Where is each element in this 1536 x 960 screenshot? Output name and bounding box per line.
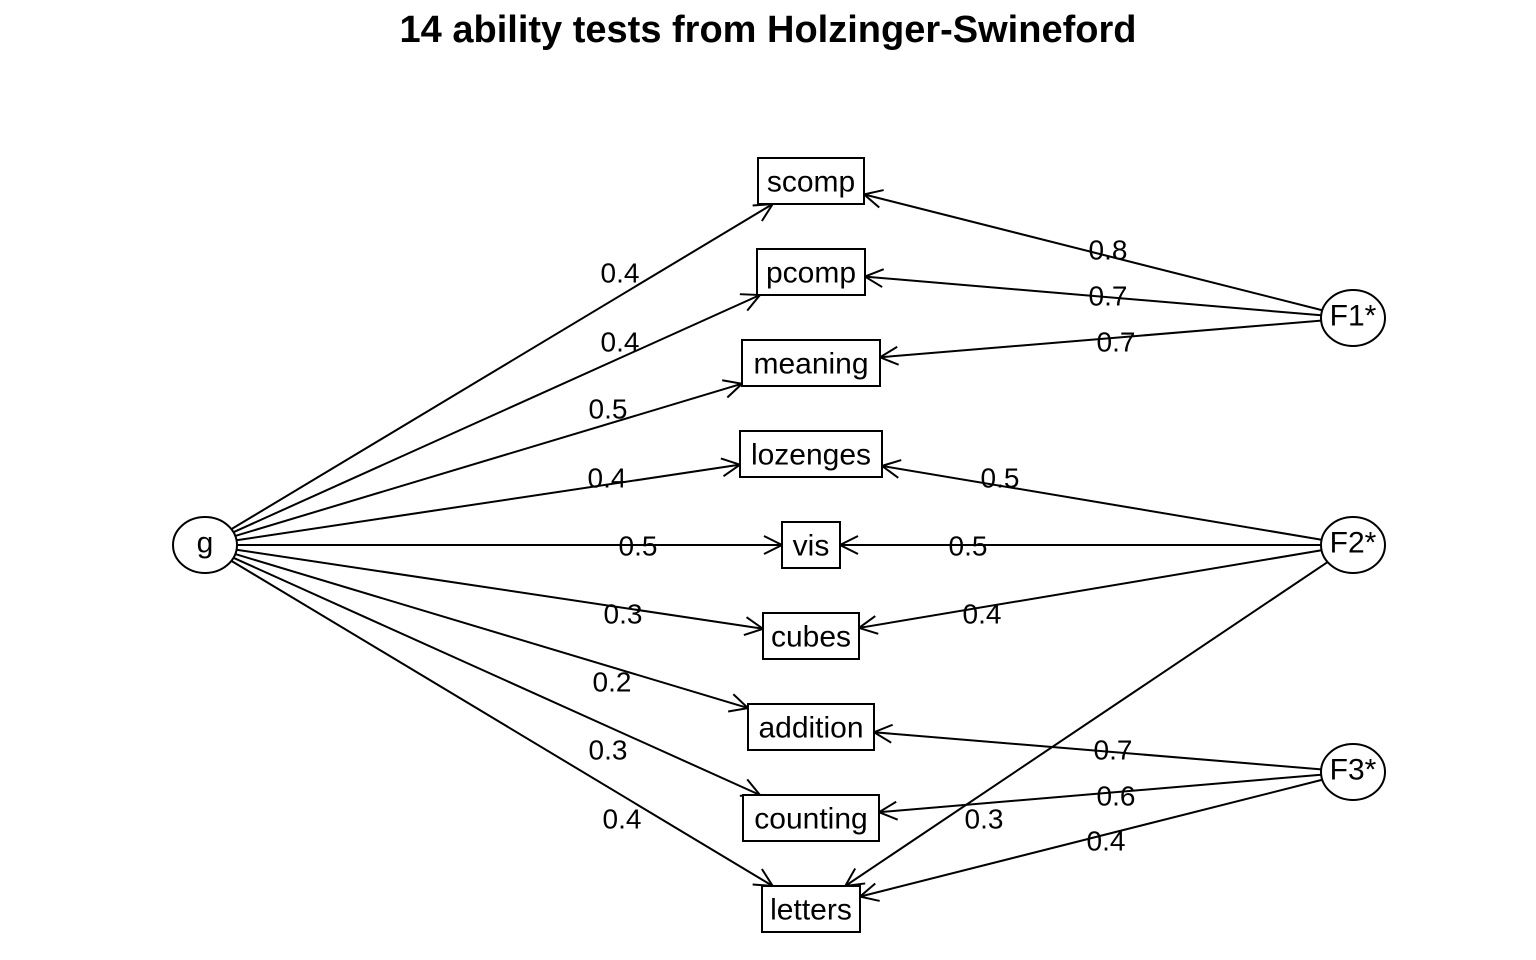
node-meaning: meaning — [741, 339, 881, 387]
edges-layer — [230, 194, 1329, 897]
edge-g-counting — [233, 556, 759, 795]
edge-label-g-scomp: 0.4 — [601, 258, 640, 289]
edge-label-f3-letters: 0.4 — [1087, 826, 1126, 857]
edge-g-scomp — [230, 204, 772, 531]
node-box — [741, 339, 881, 387]
node-ellipse — [172, 516, 238, 574]
edge-label-g-lozenges: 0.4 — [588, 463, 627, 494]
node-label: vis — [793, 530, 830, 563]
node-f2: F2* — [1320, 516, 1386, 574]
node-g: g — [172, 516, 238, 574]
edge-f3-counting — [879, 773, 1322, 813]
edge-label-g-cubes: 0.3 — [604, 599, 643, 630]
node-lozenges: lozenges — [739, 430, 883, 478]
node-box — [747, 703, 875, 751]
edge-label-f2-cubes: 0.4 — [963, 599, 1002, 630]
edge-label-f1-pcomp: 0.7 — [1089, 281, 1128, 312]
node-ellipse — [1320, 516, 1386, 574]
edge-f2-letters — [845, 561, 1329, 886]
node-box — [742, 794, 880, 842]
node-ellipse — [1320, 743, 1386, 801]
node-scomp: scomp — [757, 157, 865, 205]
node-box — [781, 521, 841, 569]
node-f3: F3* — [1320, 743, 1386, 801]
edge-f2-lozenges — [882, 466, 1322, 541]
node-label: counting — [754, 803, 867, 836]
node-label: lozenges — [751, 439, 871, 472]
edge-label-f1-meaning: 0.7 — [1097, 327, 1136, 358]
edge-label-g-vis: 0.5 — [619, 531, 658, 562]
node-vis: vis — [781, 521, 841, 569]
node-box — [761, 885, 861, 933]
node-label: F1* — [1330, 300, 1377, 333]
edge-f3-addition — [874, 732, 1322, 771]
edge-label-g-meaning: 0.5 — [589, 394, 628, 425]
edge-label-f3-addition: 0.7 — [1094, 735, 1133, 766]
node-f1: F1* — [1320, 289, 1386, 347]
node-addition: addition — [747, 703, 875, 751]
node-label: scomp — [767, 166, 855, 199]
edge-f3-letters — [860, 778, 1323, 897]
node-label: cubes — [771, 621, 851, 654]
edge-label-g-counting: 0.3 — [589, 735, 628, 766]
node-label: pcomp — [766, 257, 856, 290]
nodes-layer: scomp pcomp meaning lozenges vis cubes additio… — [172, 157, 1386, 933]
node-box — [762, 612, 860, 660]
node-label: addition — [758, 712, 863, 745]
node-label: F2* — [1330, 527, 1377, 560]
edge-g-cubes — [236, 548, 763, 629]
node-counting: counting — [742, 794, 880, 842]
edge-g-lozenges — [236, 465, 740, 542]
edge-g-meaning — [234, 384, 742, 537]
node-letters: letters — [761, 885, 861, 933]
node-label: letters — [770, 894, 852, 927]
node-label: F3* — [1330, 754, 1377, 787]
edge-g-addition — [234, 553, 748, 708]
edge-labels-layer: 0.4 0.4 0.5 0.4 0.5 0.3 0.2 0.3 0.4 0.8 0.7 0.7 0.5 0… — [588, 235, 1136, 857]
node-ellipse — [1320, 289, 1386, 347]
node-cubes: cubes — [762, 612, 860, 660]
diagram-title: 14 ability tests from Holzinger-Swinefor… — [400, 9, 1137, 51]
edge-f2-cubes — [859, 549, 1322, 628]
edge-label-g-pcomp: 0.4 — [601, 327, 640, 358]
node-pcomp: pcomp — [756, 248, 866, 296]
node-label: meaning — [753, 348, 868, 381]
edge-f1-scomp — [864, 194, 1323, 312]
edge-f1-pcomp — [865, 277, 1322, 317]
edge-label-f1-scomp: 0.8 — [1089, 235, 1128, 266]
edge-label-g-addition: 0.2 — [593, 667, 632, 698]
node-label: g — [197, 527, 214, 560]
edge-label-f2-lozenges: 0.5 — [981, 463, 1020, 494]
edge-label-f2-vis: 0.5 — [949, 531, 988, 562]
node-box — [739, 430, 883, 478]
edge-label-g-letters: 0.4 — [603, 804, 642, 835]
edge-g-pcomp — [233, 295, 759, 534]
node-box — [756, 248, 866, 296]
edge-g-letters — [230, 559, 772, 886]
edge-label-f3-counting: 0.6 — [1097, 781, 1136, 812]
edge-label-f2-letters: 0.3 — [965, 804, 1004, 835]
edge-f1-meaning — [880, 319, 1322, 358]
node-box — [757, 157, 865, 205]
